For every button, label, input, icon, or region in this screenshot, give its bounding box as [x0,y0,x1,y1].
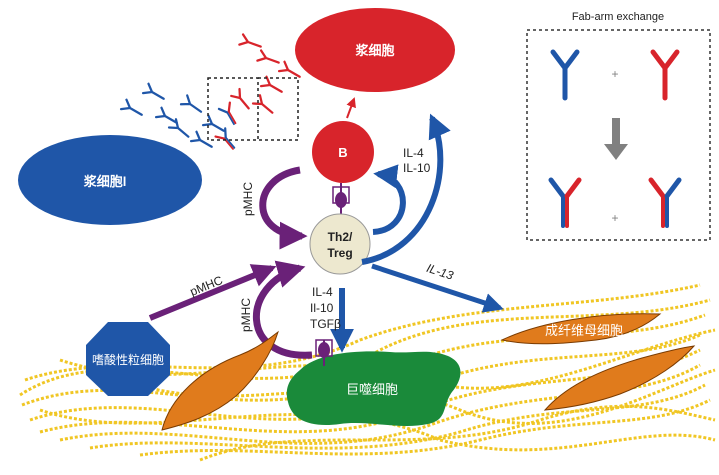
b-to-plasma-arrow [346,97,356,119]
b-cell [312,121,374,183]
il10-b-label: IL-10 [403,161,431,175]
macrophage [286,351,461,426]
inset-down-arrow [604,118,628,160]
pmhc-lower-label: pMHC [239,298,253,332]
th2-to-fibroblast-arrow [371,263,504,313]
inset-plus-bottom: + [611,211,618,225]
fibroblast-right-upper [500,313,662,345]
eosinophil [86,322,170,396]
tgfb-m-label: TGFβ [310,317,341,331]
il4-b-label: IL-4 [403,146,424,160]
fab-arm-exchange-inset: Fab-arm exchange + + [526,11,711,241]
fibroblast-label: 成纤维母细胞 [545,323,623,338]
eosinophil-to-th2-arrow [148,264,277,321]
hybrid-antibody-highlight [207,77,259,141]
b-cell-label: B [338,145,347,160]
free-antibodies [119,33,304,154]
th2-treg-label-line2: Treg [327,246,352,260]
plasma-cell-left-label: 浆细胞l [83,174,127,189]
il13-label: IL-13 [425,261,456,283]
th2-to-plasma-arrow [361,113,451,265]
pmhc-lower-arrow [252,260,313,359]
highlight-connector [258,77,299,141]
fibroblast-right-lower [543,345,696,411]
inset-title: Fab-arm exchange [572,11,664,23]
il4-m-label: IL-4 [312,285,333,299]
inset-plus-top: + [611,67,618,81]
pmhc-upper-arrow [259,166,308,250]
il10-m-label: Il-10 [310,301,334,315]
plasma-cell-top [295,8,455,92]
macrophage-label: 巨噬细胞 [346,382,398,397]
pmhc-upper-label: pMHC [241,182,255,216]
macrophage-pmhc [315,339,333,366]
th2-treg-cell [309,213,371,275]
fibroblast-left [161,330,279,431]
th2-treg-label-line1: Th2/ [328,230,353,244]
eosinophil-label: 嗜酸性粒细胞 [92,352,164,367]
plasma-cell-left [18,135,202,225]
b-th2-pmhc-synapse [332,183,350,218]
th2-to-b-arrow [372,164,406,235]
plasma-cell-top-label: 浆细胞 [354,43,394,58]
